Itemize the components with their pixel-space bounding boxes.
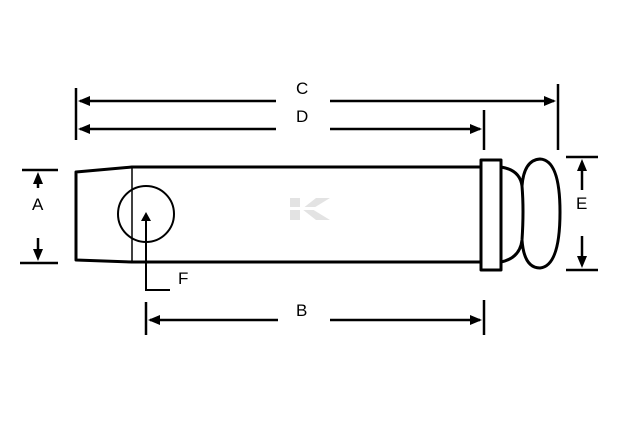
callout-label-f: F (178, 269, 189, 288)
k-logo-watermark (288, 198, 332, 220)
dimension-label-a: A (32, 195, 44, 214)
dimension-b (144, 300, 486, 335)
dimension-label-b: B (296, 301, 308, 320)
dimension-label-c: C (296, 79, 309, 98)
dimension-label-e: E (576, 194, 588, 213)
pin-body (74, 157, 562, 272)
dimension-e (566, 155, 598, 272)
dimension-d (78, 110, 486, 150)
dimension-a (20, 168, 58, 265)
dimension-c (74, 84, 560, 150)
leader-f (145, 215, 170, 291)
dimension-label-d: D (296, 107, 309, 126)
